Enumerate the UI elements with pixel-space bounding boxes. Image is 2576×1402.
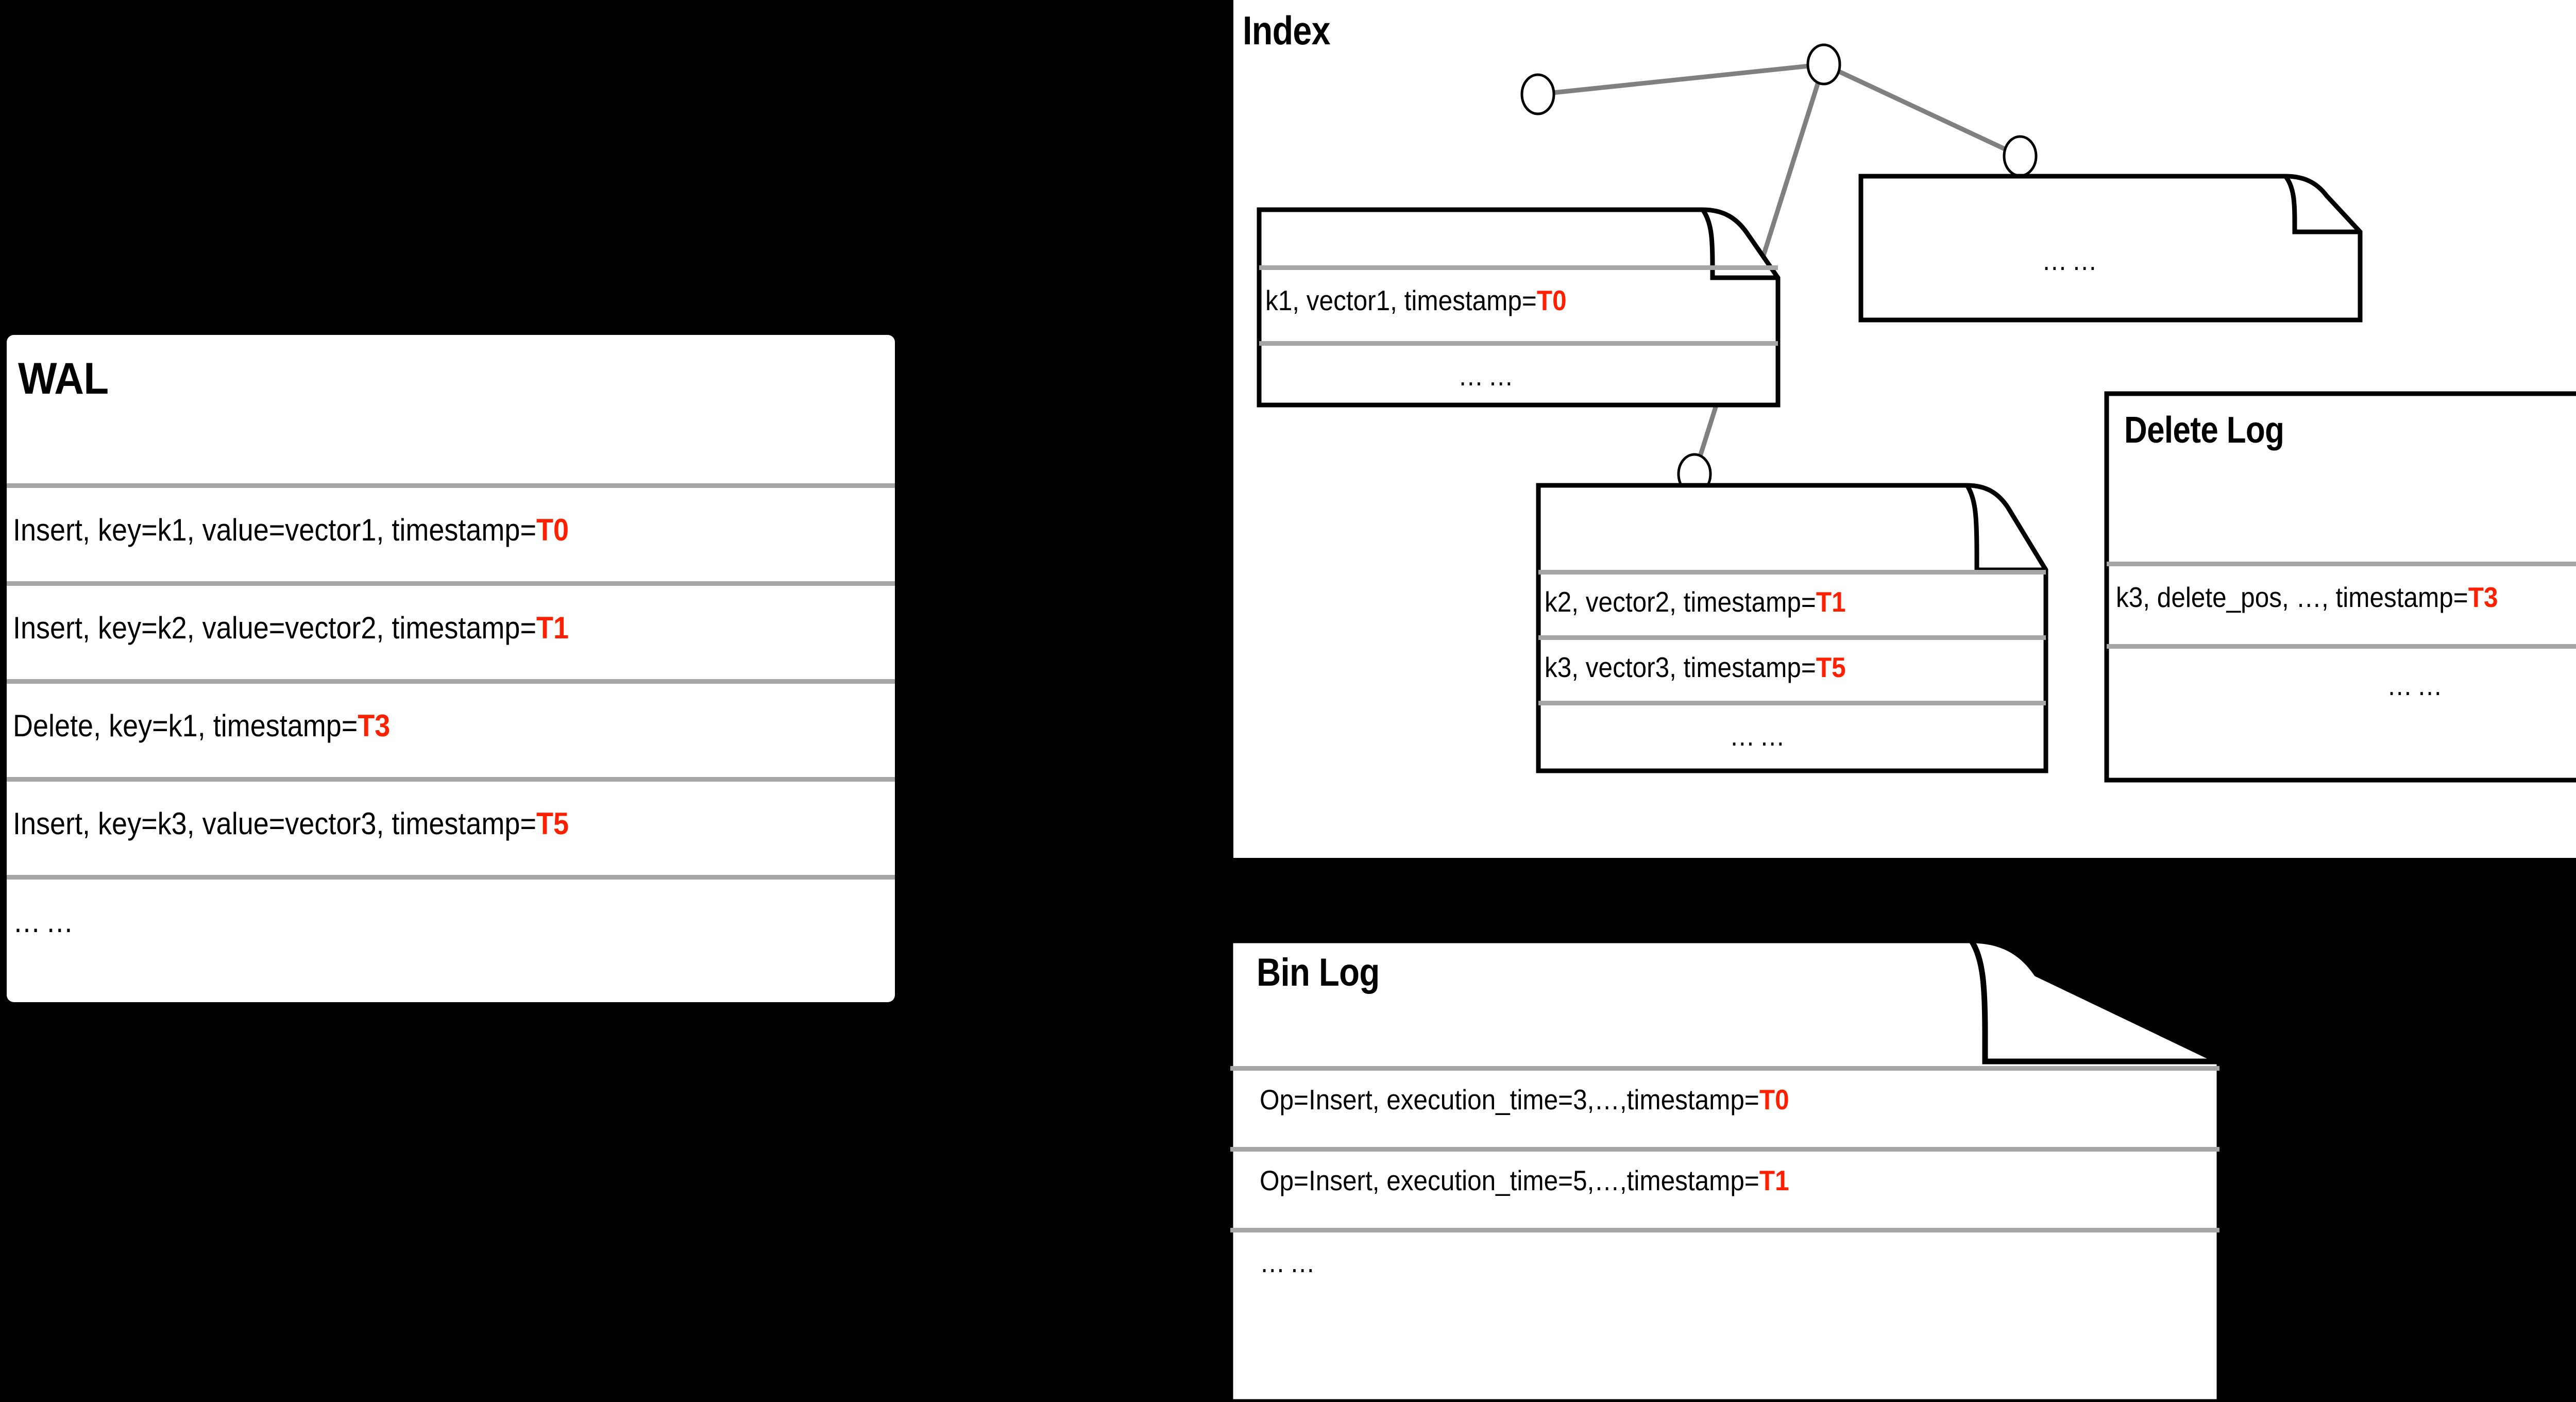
wal-row: Delete, key=k1, timestamp=T3 bbox=[13, 708, 390, 744]
wal-row: Insert, key=k3, value=vector3, timestamp… bbox=[13, 806, 569, 841]
index-leaf-k2k3: k2, vector2, timestamp=T1 k3, vector3, t… bbox=[1536, 483, 2048, 773]
bin-log-row-text: Op=Insert, execution_time=3,…,timestamp= bbox=[1260, 1084, 1759, 1116]
delete-log-row-ellipsis: …… bbox=[2387, 669, 2447, 702]
delete-log-divider-1 bbox=[2107, 644, 2576, 649]
leaf-k2k3-row-timestamp: T5 bbox=[1816, 651, 1846, 683]
delete-log-row-text: …… bbox=[2387, 669, 2447, 701]
delete-log-divider-0 bbox=[2107, 562, 2576, 566]
leaf-k2k3-row-text: k3, vector3, timestamp= bbox=[1545, 651, 1816, 683]
leaf-k2k3-row-text: …… bbox=[1730, 720, 1790, 752]
bin-log-row-ellipsis: …… bbox=[1260, 1246, 1320, 1279]
wal-row: Insert, key=k1, value=vector1, timestamp… bbox=[13, 512, 569, 548]
wal-divider-4 bbox=[7, 875, 895, 880]
bin-log-row-timestamp: T0 bbox=[1759, 1084, 1789, 1116]
wal-row: Insert, key=k2, value=vector2, timestamp… bbox=[13, 610, 569, 646]
leaf-ellipsis-row-text: …… bbox=[2042, 244, 2102, 276]
bin-log-divider-0 bbox=[1230, 1066, 2219, 1071]
wal-row-text: Insert, key=k2, value=vector2, timestamp… bbox=[13, 611, 536, 645]
wal-divider-2 bbox=[7, 679, 895, 684]
wal-row-text: Insert, key=k1, value=vector1, timestamp… bbox=[13, 513, 536, 547]
delete-log-row-timestamp: T3 bbox=[2468, 581, 2498, 613]
leaf-k1-divider-0 bbox=[1259, 265, 1778, 270]
wal-title: WAL bbox=[18, 354, 109, 403]
wal-divider-1 bbox=[7, 581, 895, 586]
wal-row-text: …… bbox=[13, 904, 79, 939]
wal-panel: WAL Insert, key=k1, value=vector1, times… bbox=[7, 335, 895, 1002]
leaf-k2k3-divider-2 bbox=[1538, 701, 2046, 705]
wal-divider-3 bbox=[7, 777, 895, 782]
leaf-k1-row-ellipsis: …… bbox=[1458, 359, 1518, 392]
document-shape bbox=[2104, 391, 2576, 783]
leaf-k2k3-row-ellipsis: …… bbox=[1730, 719, 1790, 752]
leaf-k1-divider-1 bbox=[1259, 341, 1778, 346]
wal-row-text: Insert, key=k3, value=vector3, timestamp… bbox=[13, 806, 536, 841]
bin-log-row: Op=Insert, execution_time=5,…,timestamp=… bbox=[1260, 1164, 1789, 1197]
leaf-k2k3-row-text: k2, vector2, timestamp= bbox=[1545, 586, 1816, 618]
folded-corner-icon bbox=[1701, 208, 1778, 280]
bin-log-row: Op=Insert, execution_time=3,…,timestamp=… bbox=[1260, 1083, 1789, 1116]
leaf-k2k3-row-timestamp: T1 bbox=[1816, 586, 1846, 618]
bin-log-title: Bin Log bbox=[1257, 951, 1380, 994]
leaf-k2k3-row: k2, vector2, timestamp=T1 bbox=[1545, 585, 1846, 618]
index-title: Index bbox=[1243, 8, 1331, 53]
leaf-ellipsis-row: …… bbox=[2042, 244, 2102, 277]
folded-corner-icon bbox=[1969, 938, 2219, 1065]
bin-log-divider-2 bbox=[1230, 1228, 2219, 1232]
index-leaf-ellipsis: …… bbox=[1858, 174, 2363, 323]
bin-log-panel: Bin Log Op=Insert, execution_time=3,…,ti… bbox=[1227, 937, 2223, 1402]
bin-log-row-text: Op=Insert, execution_time=5,…,timestamp= bbox=[1260, 1164, 1759, 1196]
leaf-k1-row-text: …… bbox=[1458, 360, 1518, 392]
wal-row-timestamp: T1 bbox=[536, 611, 569, 645]
bin-log-divider-1 bbox=[1230, 1147, 2219, 1152]
wal-row-timestamp: T3 bbox=[358, 708, 391, 743]
bin-log-row-timestamp: T1 bbox=[1759, 1164, 1789, 1196]
delete-log-title: Delete Log bbox=[2124, 410, 2284, 451]
folded-corner-icon bbox=[2283, 175, 2360, 234]
leaf-k2k3-divider-0 bbox=[1538, 570, 2046, 575]
delete-log-row-text: k3, delete_pos, …, timestamp= bbox=[2116, 581, 2468, 613]
bin-log-row-text: …… bbox=[1260, 1246, 1320, 1278]
leaf-k2k3-row: k3, vector3, timestamp=T5 bbox=[1545, 651, 1846, 684]
index-leaf-k1: k1, vector1, timestamp=T0 …… bbox=[1257, 207, 1781, 408]
delete-log-panel: Delete Log k3, delete_pos, …, timestamp=… bbox=[2104, 391, 2576, 783]
folded-corner-icon bbox=[1965, 484, 2046, 572]
wal-row-timestamp: T5 bbox=[536, 806, 569, 841]
leaf-k1-row-timestamp: T0 bbox=[1536, 284, 1567, 316]
delete-log-row: k3, delete_pos, …, timestamp=T3 bbox=[2116, 581, 2498, 614]
leaf-k2k3-divider-1 bbox=[1538, 635, 2046, 640]
wal-row-timestamp: T0 bbox=[536, 513, 569, 547]
leaf-k1-row: k1, vector1, timestamp=T0 bbox=[1265, 284, 1567, 317]
document-shape bbox=[1858, 174, 2363, 323]
wal-row-text: Delete, key=k1, timestamp= bbox=[13, 708, 358, 743]
document-shape bbox=[1227, 937, 2223, 1402]
wal-row-ellipsis: …… bbox=[13, 904, 78, 939]
wal-divider-0 bbox=[7, 483, 895, 488]
leaf-k1-row-text: k1, vector1, timestamp= bbox=[1265, 284, 1537, 316]
